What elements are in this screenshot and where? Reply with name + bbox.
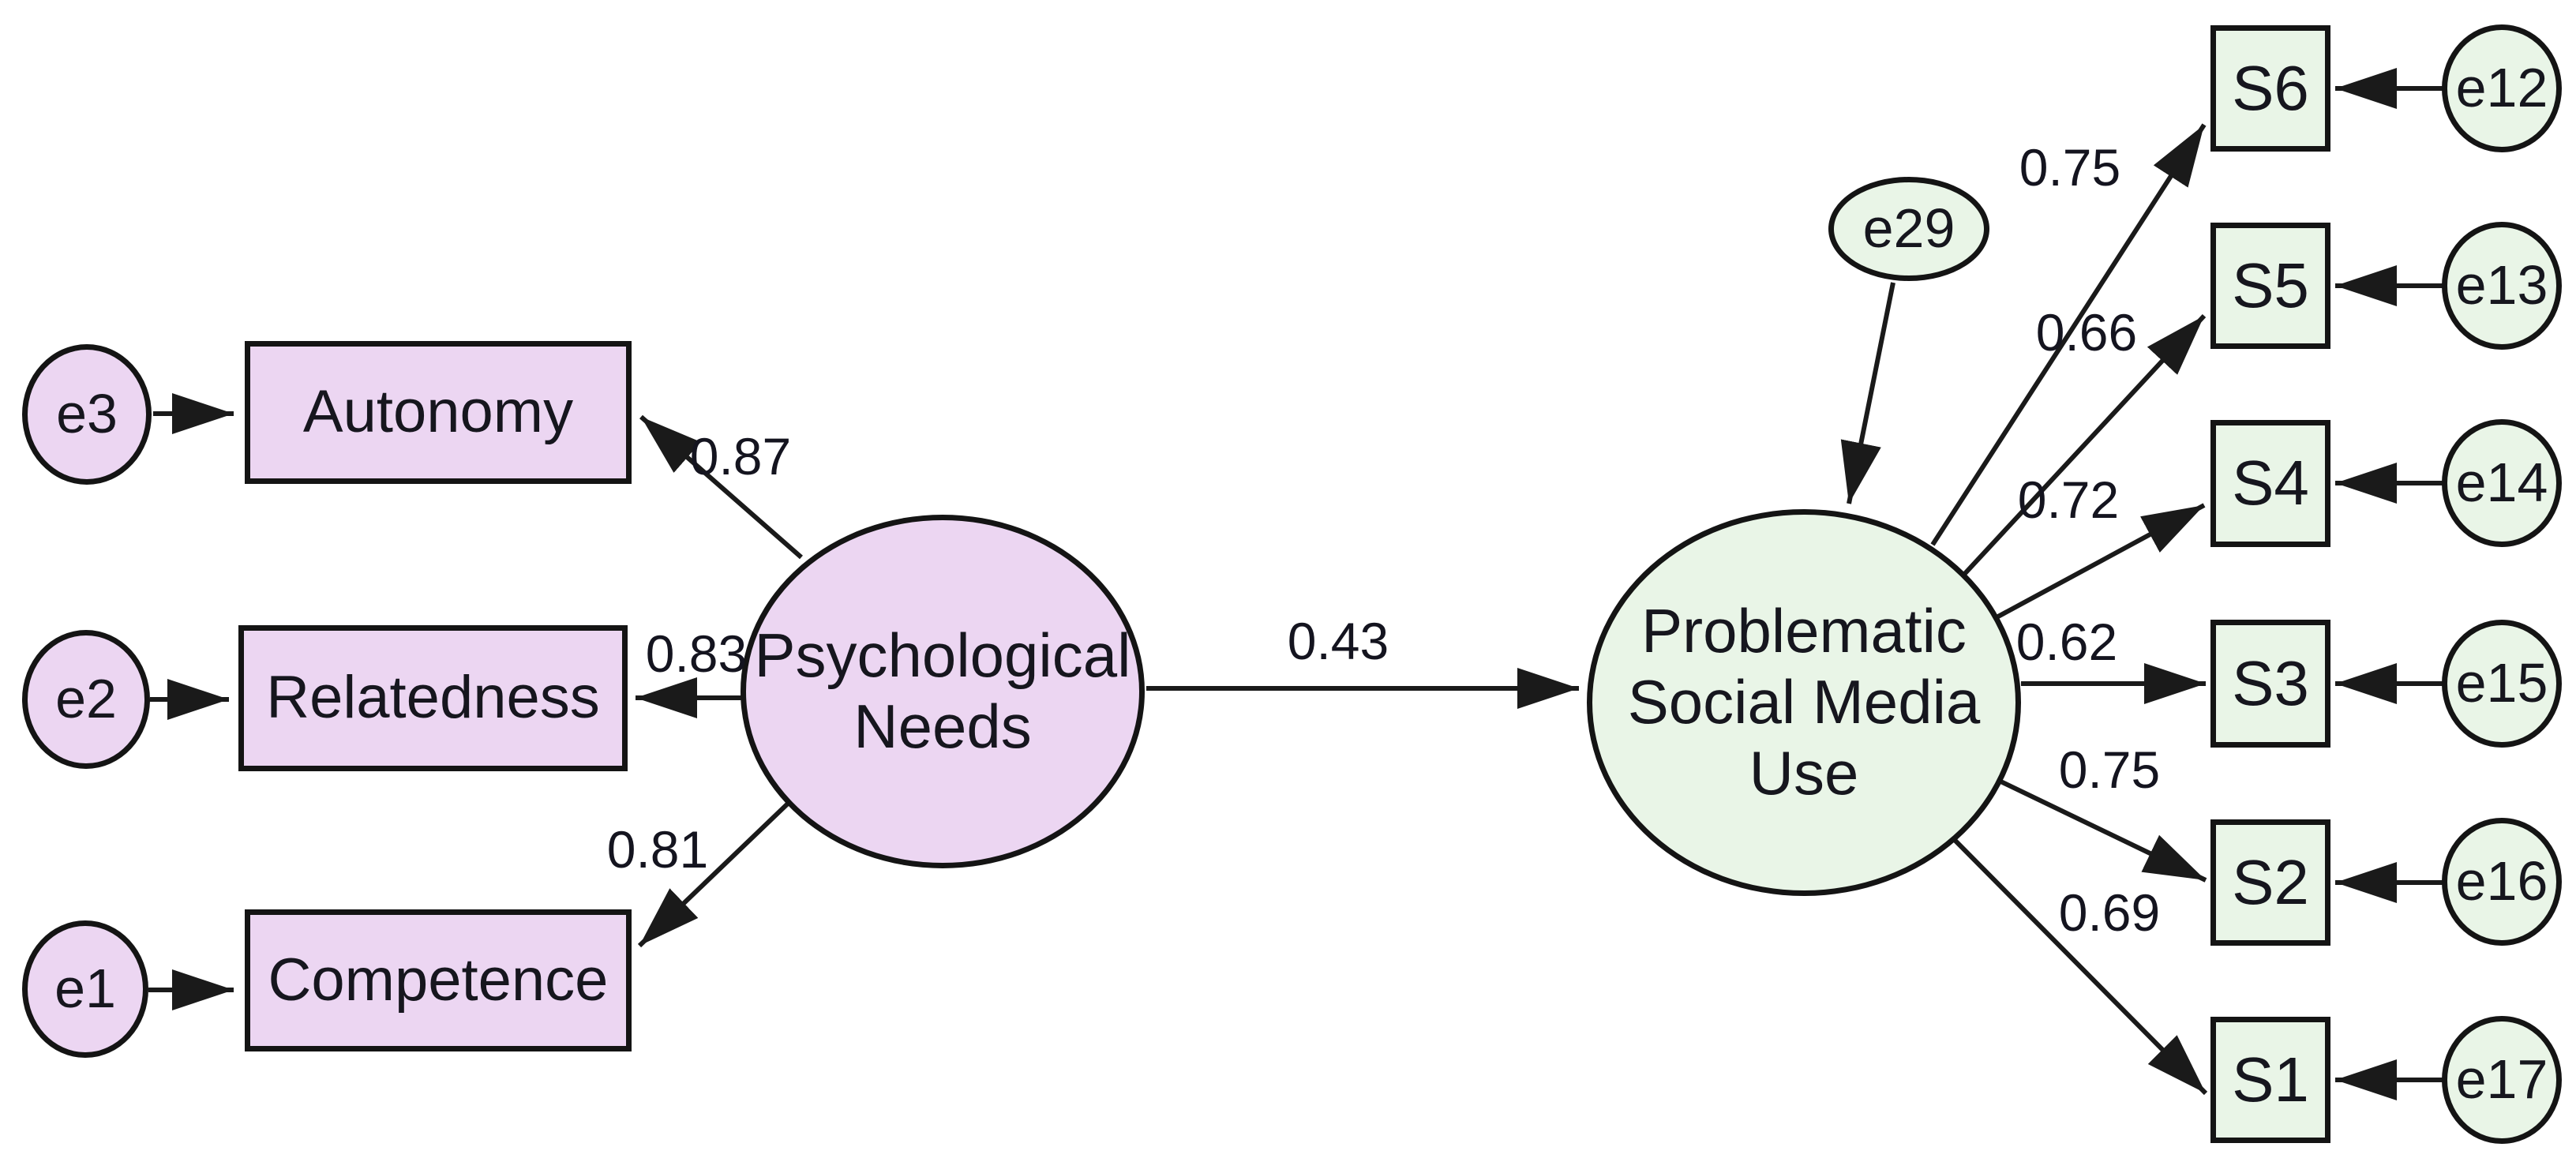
indicator-label-relatedness: Relatedness <box>266 664 600 732</box>
error-term-e3: e3 <box>22 344 152 485</box>
error-term-e17: e17 <box>2442 1016 2562 1144</box>
loading-relatedness: 0.83 <box>645 624 748 683</box>
arrow-psmu-s4 <box>1986 503 2206 624</box>
latent-label-psmu-line1: Problematic <box>1641 596 1967 666</box>
error-term-e15: e15 <box>2442 620 2562 748</box>
latent-label-psmu-line3: Use <box>1749 737 1859 808</box>
arrow-pn-autonomy <box>639 414 803 560</box>
indicator-label-s5: S5 <box>2232 249 2309 320</box>
indicator-label-s2: S2 <box>2232 846 2309 917</box>
latent-problematic-social-media-use: Problematic Social Media Use <box>1587 509 2021 896</box>
error-term-e13: e13 <box>2442 222 2562 350</box>
indicator-label-s3: S3 <box>2232 647 2309 718</box>
latent-label-pn-line1: Psychological <box>754 620 1131 691</box>
arrow-psmu-s5 <box>1957 313 2207 582</box>
loading-s5: 0.66 <box>2035 303 2138 362</box>
indicator-relatedness: Relatedness <box>238 625 628 771</box>
error-label-e13: e13 <box>2455 254 2548 317</box>
error-term-e12: e12 <box>2442 24 2562 152</box>
arrow-psmu-s1 <box>1941 827 2208 1096</box>
indicator-competence: Competence <box>245 909 632 1051</box>
loading-s1: 0.69 <box>2058 883 2161 942</box>
error-label-e16: e16 <box>2455 850 2548 913</box>
indicator-label-competence: Competence <box>268 946 609 1014</box>
error-label-e1: e1 <box>54 958 116 1020</box>
error-label-e3: e3 <box>56 383 118 445</box>
error-label-e14: e14 <box>2455 452 2548 514</box>
error-term-e1: e1 <box>22 920 148 1058</box>
arrow-psmu-s6 <box>1930 123 2207 546</box>
path-coefficient-pn-psmu: 0.43 <box>1287 612 1389 670</box>
indicator-s4: S4 <box>2210 420 2330 547</box>
disturbance-label-e29: e29 <box>1862 197 1955 260</box>
indicator-s1: S1 <box>2210 1017 2330 1143</box>
error-label-e17: e17 <box>2455 1048 2548 1111</box>
error-term-e14: e14 <box>2442 419 2562 547</box>
indicator-s5: S5 <box>2210 223 2330 349</box>
latent-label-psmu-line2: Social Media <box>1627 667 1981 737</box>
loading-s4: 0.72 <box>2017 470 2120 529</box>
error-label-e2: e2 <box>55 668 117 730</box>
indicator-label-autonomy: Autonomy <box>302 378 574 446</box>
arrow-psmu-s2 <box>1989 774 2207 883</box>
latent-psychological-needs: Psychological Needs <box>741 515 1145 868</box>
indicator-label-s1: S1 <box>2232 1044 2309 1115</box>
error-label-e12: e12 <box>2455 57 2548 119</box>
loading-s2: 0.75 <box>2058 740 2161 799</box>
arrow-e29-psmu <box>1840 282 1895 504</box>
indicator-label-s6: S6 <box>2232 52 2309 123</box>
loading-autonomy: 0.87 <box>689 427 792 485</box>
loading-s6: 0.75 <box>2019 138 2121 197</box>
indicator-s6: S6 <box>2210 25 2330 152</box>
error-term-e16: e16 <box>2442 818 2562 946</box>
loading-s3: 0.62 <box>2015 613 2118 671</box>
indicator-autonomy: Autonomy <box>245 341 632 484</box>
latent-label-pn-line2: Needs <box>853 692 1032 761</box>
indicator-s3: S3 <box>2210 620 2330 748</box>
error-label-e15: e15 <box>2455 652 2548 714</box>
error-term-e2: e2 <box>22 630 150 769</box>
indicator-label-s4: S4 <box>2232 448 2309 519</box>
arrow-pn-competence <box>637 800 792 948</box>
loading-competence: 0.81 <box>606 820 709 879</box>
indicator-s2: S2 <box>2210 819 2330 946</box>
disturbance-e29: e29 <box>1828 177 1989 281</box>
